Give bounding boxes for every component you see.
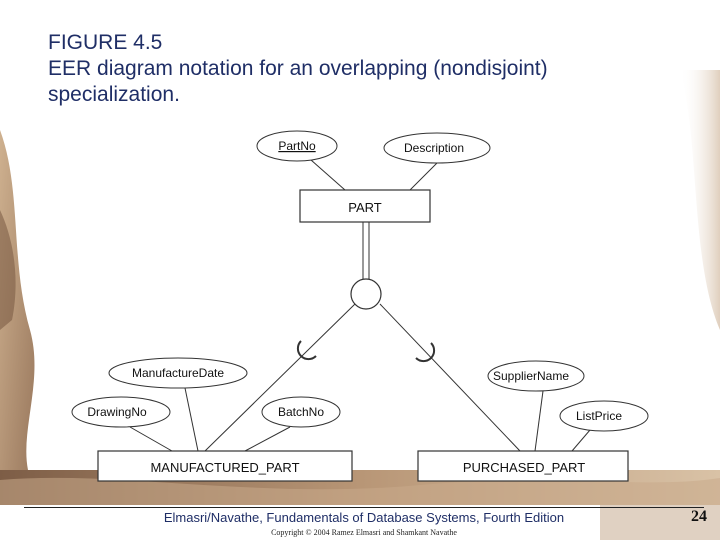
attribute-batchno: BatchNo (261, 396, 341, 428)
svg-text:ListPrice: ListPrice (576, 409, 622, 423)
entity-purchased-part: PURCHASED_PART (417, 450, 629, 482)
attribute-description: Description (383, 132, 491, 164)
edge-batchno (244, 426, 291, 452)
edge-manufacturedate (184, 387, 199, 452)
edge-listprice (571, 429, 591, 452)
entity-part: PART (299, 189, 431, 223)
svg-text:PartNo: PartNo (278, 139, 316, 153)
slide-title: FIGURE 4.5 EER diagram notation for an o… (48, 30, 668, 108)
edge-circle-purchased (379, 303, 521, 452)
attribute-manufacturedate: ManufactureDate (108, 357, 248, 389)
entity-manufactured-part-label: MANUFACTURED_PART (150, 460, 299, 475)
edge-drawingno (129, 426, 173, 452)
figure-caption-line2: specialization. (48, 83, 180, 106)
page-number: 24 (691, 508, 707, 525)
svg-text:Description: Description (404, 141, 464, 155)
figure-caption-line1: EER diagram notation for an overlapping … (48, 57, 548, 80)
entity-manufactured-part: MANUFACTURED_PART (97, 450, 353, 482)
attribute-suppliername: SupplierName (487, 360, 585, 392)
subset-symbol-left (296, 340, 317, 361)
footer-divider (24, 507, 704, 508)
svg-text:DrawingNo: DrawingNo (87, 405, 147, 419)
svg-text:SupplierName: SupplierName (493, 369, 569, 383)
attribute-partno: PartNo (256, 130, 338, 162)
figure-number: FIGURE 4.5 (48, 31, 163, 54)
attribute-listprice: ListPrice (559, 400, 649, 432)
svg-text:BatchNo: BatchNo (278, 405, 324, 419)
edge-description-part (409, 162, 438, 191)
edge-circle-manufactured (204, 303, 356, 452)
svg-text:ManufactureDate: ManufactureDate (132, 366, 224, 380)
edge-suppliername (534, 390, 544, 452)
entity-purchased-part-label: PURCHASED_PART (463, 460, 585, 475)
footer-copyright: Copyright © 2004 Ramez Elmasri and Shamk… (271, 528, 457, 537)
subset-symbol-right (415, 342, 436, 363)
entity-part-label: PART (348, 200, 382, 215)
attribute-drawingno: DrawingNo (71, 396, 171, 428)
edge-partno-part (310, 159, 346, 191)
footer-book-title: Elmasri/Navathe, Fundamentals of Databas… (163, 510, 565, 525)
specialization-circle (350, 278, 382, 310)
